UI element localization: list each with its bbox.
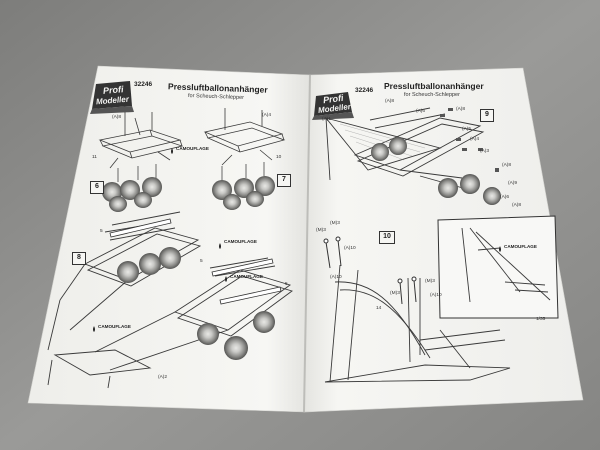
step7-diagram [203,108,286,166]
step9-wheels [371,137,501,205]
step8-bars [109,218,282,305]
part-ref-a1: (A)1 [322,117,332,122]
step10-diagram [324,264,511,383]
product-code-right: 32246 [355,87,374,94]
part-ref-5-c: 5 [285,282,288,287]
part-ref-m3-b: (M)3 [330,221,340,226]
page-title-right: Pressluftballonanhänger [384,81,484,91]
part-ref-m3-a: (M)3 [316,228,326,233]
camouflage-label-4: CAMOUFLAGE [98,324,131,329]
profi-modeller-logo-right [312,92,354,120]
booklet-spine [303,74,311,413]
step-9-badge: 9 [480,109,494,122]
step6-wheels [102,164,162,212]
camouflage-label-2: CAMOUFLAGE [224,239,257,244]
part-ref-a8-r4: (A)8 [512,203,522,208]
step-7-badge: 7 [277,174,291,187]
step10-detail-inset [437,215,559,319]
step-8-badge: 8 [72,252,86,265]
camouflage-label-right: CAMOUFLAGE [504,244,537,249]
part-ref-a10-c: (A)10 [330,275,342,280]
part-ref-5-a: 5 [100,229,103,234]
step-10-badge: 10 [379,231,395,244]
part-ref-m3-c: (M)3 [390,291,400,296]
part-ref-a8-r3: (A)8 [502,163,512,168]
step9-small-parts [440,108,499,172]
camouflage-label-3: CAMOUFLAGE [230,274,263,279]
part-ref-10: 10 [276,155,282,160]
part-ref-a2: (A)2 [158,375,168,380]
part-ref-a3: (A)3 [480,149,490,154]
step7-wheels [212,162,275,210]
step6-diagram [98,112,184,169]
page-subtitle-right: for Scheuch-Schlepper [404,92,460,98]
camouflage-drop-icons-left [93,148,227,332]
logo-word-profi-left: Profi [102,84,124,96]
part-ref-a6-r2: (A)6 [500,195,510,200]
part-ref-a8-left: (A)8 [112,115,122,120]
step-6-badge: 6 [90,181,104,194]
part-ref-a4-left: (A)4 [262,113,272,118]
part-ref-a6-r1: (A)6 [416,109,426,114]
profi-modeller-logo-left [90,81,134,114]
part-ref-m3-d: (M)3 [425,279,435,284]
part-ref-a10-a: (A)10 [344,246,356,251]
camouflage-drop-icons-right [499,246,501,252]
part-ref-11: 11 [92,155,97,160]
step8-wheels-lower [197,311,275,360]
product-code-left: 32246 [134,81,153,88]
part-ref-a4-r: (A)4 [470,137,480,142]
part-ref-a8-r2: (A)8 [456,107,466,112]
camouflage-label-1: CAMOUFLAGE [176,146,209,151]
step8-trailer-upper [47,211,202,351]
part-ref-a10-b: (A)10 [430,293,442,298]
part-ref-a5: (A)5 [462,127,472,132]
part-ref-14: 14 [376,306,382,311]
part-ref-a9: (A)9 [508,181,518,186]
scale-note: 1/35 [536,317,546,322]
part-ref-5-b: 5 [200,259,203,264]
step10-pins [323,236,417,305]
step8-wheels-upper [117,247,181,283]
part-ref-a8-r1: (A)8 [385,99,395,104]
